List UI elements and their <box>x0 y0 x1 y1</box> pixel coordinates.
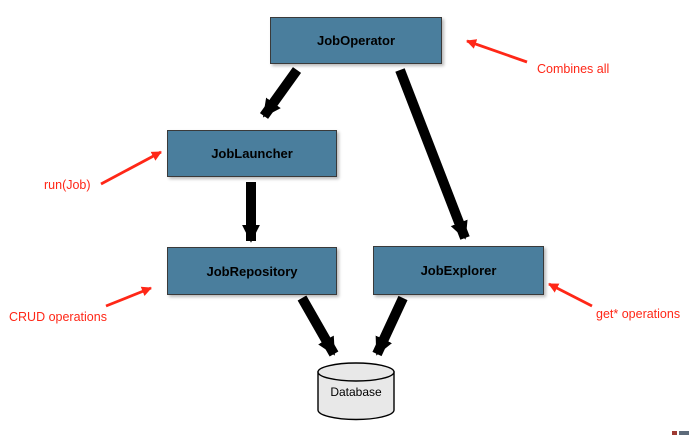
node-jobrepository: JobRepository <box>167 247 337 295</box>
cutoff-watermark-mark <box>679 431 689 435</box>
node-joblauncher-label: JobLauncher <box>211 146 293 161</box>
annotation-combines-all: Combines all <box>537 62 610 76</box>
cutoff-watermark-mark <box>672 431 677 435</box>
database-cylinder-icon <box>317 362 395 421</box>
arrow-jobexplorer-to-database <box>372 295 408 357</box>
pointer-crud-operations <box>105 286 152 308</box>
annotation-run-job: run(Job) <box>44 178 91 192</box>
node-jobexplorer-label: JobExplorer <box>420 263 497 278</box>
node-jobrepository-label: JobRepository <box>206 263 298 279</box>
pointer-get-operations <box>548 282 593 308</box>
node-joboperator-label: JobOperator <box>316 33 395 48</box>
arrow-joboperator-to-jobexplorer <box>395 68 470 240</box>
annotation-crud-operations: CRUD operations <box>9 310 107 324</box>
annotation-get-operations: get* operations <box>596 307 681 321</box>
arrow-jobrepository-to-database <box>297 295 339 357</box>
node-joblauncher: JobLauncher <box>167 130 337 177</box>
pointer-run-job <box>100 150 162 186</box>
node-joboperator: JobOperator <box>270 17 442 64</box>
pointer-combines-all <box>466 39 528 64</box>
arrow-joboperator-to-joblauncher <box>259 67 302 119</box>
cutoff-watermark <box>672 431 689 435</box>
database-label: Database <box>330 385 382 399</box>
node-jobexplorer: JobExplorer <box>373 246 544 295</box>
